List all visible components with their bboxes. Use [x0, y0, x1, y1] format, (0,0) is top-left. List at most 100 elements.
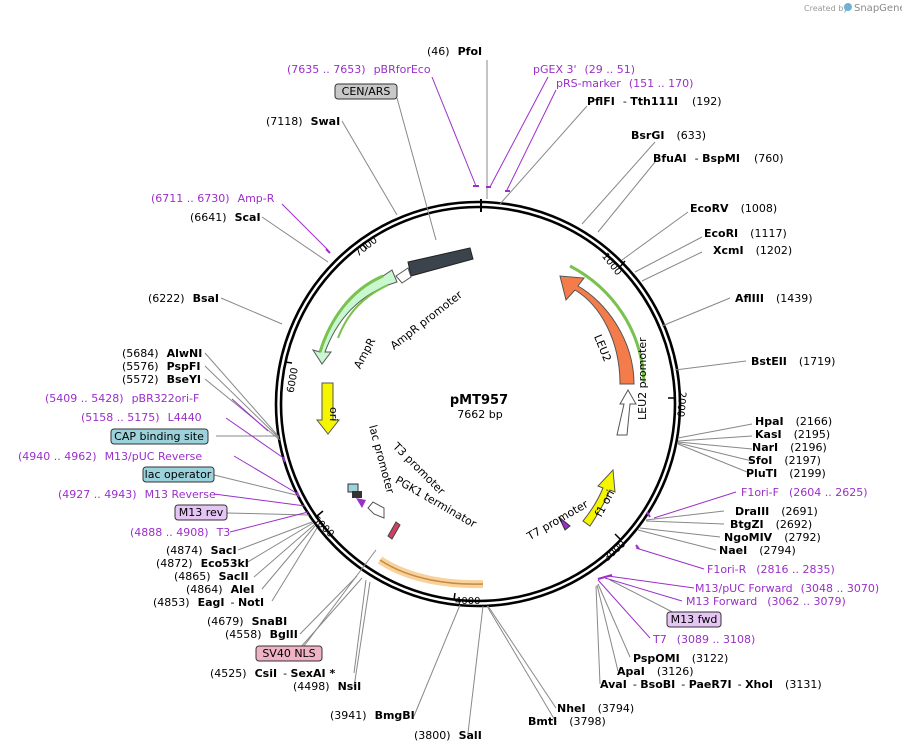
enzyme-label-kasi: KasI(2195) [755, 428, 830, 441]
t3-promoter-feature [356, 498, 366, 508]
enzyme-label-draiii: DraIII(2691) [735, 505, 818, 518]
backbone [274, 199, 682, 608]
enzyme-label-bsrgi: BsrGI(633) [631, 129, 706, 142]
ampr-cds-line [337, 284, 389, 339]
tick-3000 [614, 533, 622, 541]
primer-leader-lines [213, 76, 737, 639]
leu2-promoter-label: LEU2 promoter [636, 337, 649, 420]
enzyme-leader-lines [204, 60, 753, 734]
tick-1000 [618, 260, 626, 269]
plasmid-name: pMT957 [450, 393, 508, 408]
tick-label-1000: 1000 [599, 251, 623, 278]
ampr-promoter-label: AmpR promoter [388, 288, 465, 352]
ampr-feature [311, 269, 398, 365]
cap-site-feature [352, 491, 362, 498]
ampr-orf-highlight [318, 274, 384, 353]
m13-rev-box [174, 504, 228, 521]
tick-label-2000: 2000 [674, 391, 687, 417]
enzyme-label-sfoi: SfoI(2197) [748, 454, 821, 467]
orange-orf-line [379, 559, 484, 585]
ori-feature [315, 382, 341, 435]
enzyme-label-eco53ki: (4872)Eco53kI [156, 557, 249, 570]
enzyme-label-btgzi: BtgZI(2692) [730, 518, 812, 531]
sv40-nls-box [255, 645, 323, 662]
enzyme-label-nsii: (4498)NsiI [293, 680, 361, 693]
primer-mark-m13puc-rev [296, 491, 300, 498]
enzyme-label-xcmi: XcmI(1202) [713, 244, 792, 257]
tick-4000 [453, 592, 456, 601]
primer-mark-f1ori-r [635, 544, 640, 550]
enzyme-label-ngomiv: NgoMIV(2792) [724, 531, 821, 544]
tick-7000 [361, 243, 368, 250]
enzyme-label-hpai: HpaI(2166) [755, 415, 832, 428]
primer-label-m13-forward: M13 Forward(3062 .. 3079) [686, 595, 846, 608]
lac-promoter-feature [347, 483, 359, 493]
m13-fwd-box-label: M13 fwd [671, 613, 718, 626]
enzyme-label-naei: NaeI(2794) [719, 544, 796, 557]
cen-ars-box-label: CEN/ARS [342, 85, 391, 98]
primer-label-t7: T7(3089 .. 3108) [652, 633, 755, 646]
primer-marks [282, 185, 651, 580]
primer-labels: (7635 .. 7653)pBRforEco pGEX 3'(29 .. 51… [18, 63, 879, 646]
tick-label-7000: 7000 [353, 235, 380, 259]
enzyme-label-scai: (6641)ScaI [190, 211, 261, 224]
m13-fwd-box [666, 611, 722, 628]
primer-label-amp-r: (6711 .. 6730)Amp-R [151, 192, 275, 205]
ori-label: ori [327, 407, 340, 421]
leu2-orf-highlight [569, 264, 646, 383]
enzyme-label-swai: (7118)SwaI [266, 115, 340, 128]
enzyme-label-sacii: (4865)SacII [174, 570, 249, 583]
enzyme-label-pspomi: PspOMI(3122) [633, 652, 728, 665]
cap-site-box-label: CAP binding site [114, 430, 204, 443]
lac-operator-box-label: lac operator [145, 468, 212, 481]
leu2-feature [559, 275, 635, 385]
enzyme-label-nari: NarI(2196) [752, 441, 827, 454]
m13-rev-box-label: M13 rev [179, 506, 224, 519]
enzyme-labels: (46)PfoI PflFI- Tth111I(192) BsrGI(633) … [122, 45, 835, 742]
watermark-prefix: Created by [804, 4, 848, 13]
enzyme-label-bsai: (6222)BsaI [148, 292, 219, 305]
enzyme-label-ecorv: EcoRV(1008) [690, 202, 777, 215]
primer-label-m13puc-forward: M13/pUC Forward(3048 .. 3070) [695, 582, 879, 595]
primer-label-f1ori-f: F1ori-F(2604 .. 2625) [741, 486, 868, 499]
enzyme-label-bglii: (4558)BglII [225, 628, 298, 641]
ampr-promoter-arrow [395, 267, 412, 284]
primer-label-t3: (4888 .. 4908)T3 [130, 526, 230, 539]
enzyme-label-pfoi: (46)PfoI [427, 45, 482, 58]
leu2-label: LEU2 [591, 333, 614, 364]
enzyme-label-csii: (4525)CsiI- SexAI * [210, 667, 335, 680]
t7-promoter-label: T7 promoter [524, 497, 591, 543]
enzyme-label-pspfi: (5576)PspFI [122, 360, 200, 373]
tick-label-4000: 4000 [455, 596, 480, 607]
primer-label-prs-marker: pRS-marker(151 .. 170) [556, 77, 693, 90]
primer-label-l4440: (5158 .. 5175)L4440 [81, 411, 202, 424]
enzyme-label-bmti: BmtI(3798) [528, 715, 606, 728]
lac-promoter-label: lac promoter [366, 424, 397, 496]
snapgene-watermark: Created by SnapGene [804, 3, 902, 14]
tick-6000 [284, 361, 293, 364]
primer-label-f1ori-r: F1ori-R(2816 .. 2835) [707, 563, 835, 576]
boxed-labels: CEN/ARS CAP binding site lac operator M1… [110, 83, 722, 662]
enzyme-label-bmgbi: (3941)BmgBI [330, 709, 415, 722]
watermark-brand: SnapGene [854, 3, 902, 14]
enzyme-label-eagi: (4853)EagI- NotI [153, 596, 264, 609]
t7-promoter-feature [558, 516, 571, 531]
enzyme-label-afliii: AflIII(1439) [735, 292, 813, 305]
features [311, 247, 646, 589]
primer-mark-f1ori-f [646, 511, 651, 518]
enzyme-label-nhei: NheI(3794) [557, 702, 634, 715]
primer-mark-l4440 [282, 456, 286, 463]
pgk1-terminator-arrow [367, 501, 385, 519]
enzyme-label-bsteii: BstEII(1719) [751, 355, 835, 368]
enzyme-label-alei: (4864)AleI [186, 583, 254, 596]
primer-label-m13-reverse: (4927 .. 4943)M13 Reverse [58, 488, 216, 501]
sv40-nls-feature [387, 521, 401, 540]
tick-5000 [316, 510, 324, 517]
snapgene-logo-icon [844, 3, 852, 11]
enzyme-label-pflfi: PflFI- Tth111I(192) [587, 95, 722, 108]
enzyme-label-avai: AvaI- BsoBI- PaeR7I- XhoI(3131) [600, 678, 822, 691]
enzyme-label-ecori: EcoRI(1117) [704, 227, 787, 240]
primer-label-m13puc-reverse: (4940 .. 4962)M13/pUC Reverse [18, 450, 202, 463]
backbone-inner-ring [279, 205, 677, 603]
